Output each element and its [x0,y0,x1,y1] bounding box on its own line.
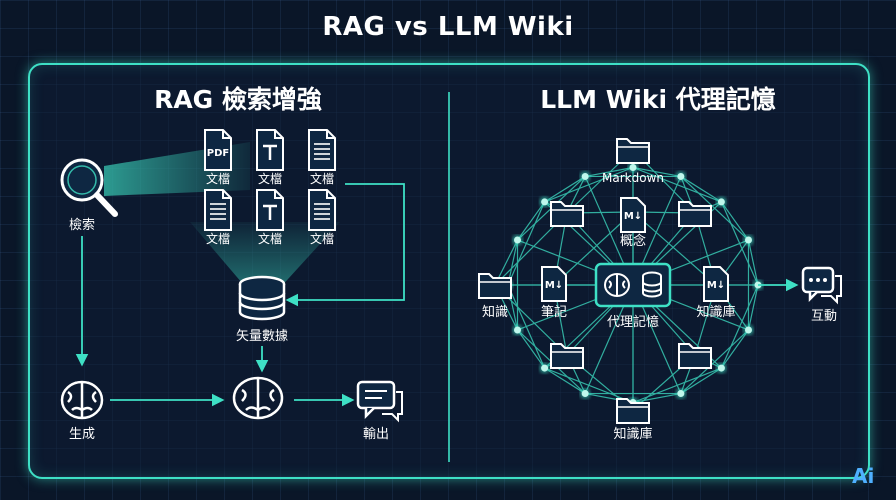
memory-database-icon [642,271,662,298]
network-node [541,198,549,206]
search-label: 檢索 [69,217,95,233]
wiki-heading: LLM Wiki 代理記憶 [540,85,776,114]
folder-icon [550,201,584,227]
output-label: 輸出 [363,427,389,442]
search-icon [60,158,118,217]
document-grid: PDF文檔文檔文檔文檔文檔文檔 [204,129,336,246]
pdf-badge: PDF [207,148,229,159]
folder-icon [616,398,650,424]
network-node [514,236,522,244]
network-node [744,236,752,244]
vector-data-label: 矢量數據 [236,329,288,344]
document-label: 文檔 [206,231,230,246]
folder-icon [478,273,512,299]
generate-label: 生成 [69,427,95,442]
markdown-file-icon: M↓ [541,266,567,302]
network-node [677,390,685,398]
network-node [581,172,589,180]
rag-heading: RAG 檢索增強 [154,85,322,114]
document-icon [308,189,336,231]
ai-logo: Ai [852,464,875,488]
network-node [629,164,637,171]
md-badge: M↓ [624,211,642,222]
network-folders [478,138,712,424]
network-node [581,390,589,398]
md-badge: M↓ [545,280,563,291]
main-title: RAG vs LLM Wiki [322,12,574,42]
document-label: 文檔 [310,171,334,186]
markdown-label: Markdown [602,171,664,185]
document-icon [256,189,284,231]
interact-chat-icon [801,266,842,305]
retrieval-cone [190,222,340,290]
network-node [677,172,685,180]
markdown-file-icon: M↓ [703,266,729,302]
document-label: 文檔 [258,231,282,246]
folder-icon [678,343,712,369]
network-node [744,326,752,334]
network-node [514,326,522,334]
document-label: 文檔 [206,171,230,186]
network-node [717,198,725,206]
folder-icon [678,201,712,227]
concept-label: 概念 [620,233,646,249]
agent-memory-box [594,262,672,308]
agent-memory-label: 代理記憶 [607,314,659,330]
interact-label: 互動 [811,309,837,324]
document-label: 文檔 [258,171,282,186]
notes-label: 筆記 [541,304,567,320]
knowledge-base-label: 知識庫 [696,304,735,320]
network-node [717,364,725,372]
document-icon [204,189,232,231]
knowledge-label: 知識 [482,304,508,320]
document-icon [308,129,336,171]
generate-brain-icon [60,380,104,420]
memory-brain-icon [604,273,630,297]
document-label: 文檔 [310,231,334,246]
knowledge-base-bottom-label: 知識庫 [613,426,652,442]
document-icon: PDF [204,129,232,171]
output-chat-icon [356,380,403,423]
folder-icon [550,343,584,369]
network-node [541,364,549,372]
network-markdown-files: M↓ M↓ M↓ [541,197,729,302]
rag-arrows [75,183,405,407]
md-badge: M↓ [707,280,725,291]
document-icon [256,129,284,171]
markdown-file-icon: M↓ [620,197,646,233]
arrow-docs-to-database [285,183,405,307]
llm-brain-icon [232,376,284,420]
database-icon [238,275,286,321]
folder-icon [616,138,650,164]
